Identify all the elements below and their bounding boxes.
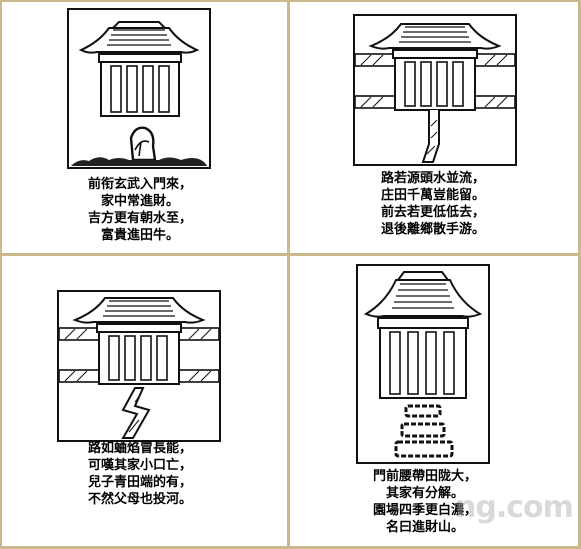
grid-border-bottom (0, 546, 581, 549)
verse-line-1: 門前腰帶田陇大， (372, 469, 477, 484)
verse-line-1: 前衔玄武入門來， (87, 177, 192, 192)
verse-line-3: 吉方更有朝水至， (87, 211, 192, 226)
grid-border-right (578, 0, 581, 549)
verse-line-2: 可嘆其家小口亡， (87, 458, 192, 473)
house-with-zigzag-road-illustration (59, 297, 219, 439)
panel-top-left: 前衔玄武入門來， 家中常進財。 吉方更有朝水至， 富貴進田牛。 (0, 0, 287, 253)
panel-bottom-right: 門前腰帶田陇大， 其家有分解。 園場四季更白濃， 名曰進財山。 (290, 256, 578, 546)
verse-line-2: 庄田千萬豈能留。 (380, 188, 485, 203)
grid-border-top (0, 0, 581, 2)
grid-border-left (0, 0, 2, 549)
illustration-frame (67, 8, 211, 169)
house-with-mound-illustration (71, 21, 207, 166)
illustration-frame (356, 264, 490, 464)
verse-text: 路如蛐焰冒長能， 可嘆其家小口亡， 兒子青田端的有， 不然父母也投河。 (74, 440, 206, 508)
illustration-frame (353, 14, 517, 166)
watermark: ng.com (455, 490, 574, 525)
panel-top-right: 路若源頭水並流， 庄田千萬豈能留。 前去若更低低去， 退後離鄉散手游。 (290, 0, 578, 253)
verse-text: 門前腰帶田陇大， 其家有分解。 園場四季更白濃， 名曰進財山。 (358, 468, 492, 536)
verse-line-3: 園場四季更白濃， (372, 503, 477, 518)
verse-line-1: 路若源頭水並流， (380, 171, 485, 186)
panel-bottom-left: 路如蛐焰冒長能， 可嘆其家小口亡， 兒子青田端的有， 不然父母也投河。 (0, 256, 287, 546)
illustration-frame (57, 290, 221, 442)
house-with-road-illustration (355, 23, 515, 163)
verse-line-4: 不然父母也投河。 (87, 492, 192, 507)
verse-line-4: 名曰進財山。 (385, 520, 464, 535)
verse-line-2: 其家有分解。 (385, 486, 464, 501)
verse-line-4: 富貴進田牛。 (100, 228, 179, 243)
verse-line-2: 家中常進財。 (100, 194, 179, 209)
house-with-terraced-fields-illustration (363, 271, 483, 458)
verse-line-4: 退後離鄉散手游。 (380, 222, 485, 237)
grid-divider-horizontal (0, 253, 581, 256)
grid-divider-vertical (287, 0, 290, 549)
verse-text: 前衔玄武入門來， 家中常進財。 吉方更有朝水至， 富貴進田牛。 (78, 176, 202, 244)
verse-line-3: 前去若更低低去， (380, 205, 485, 220)
verse-text: 路若源頭水並流， 庄田千萬豈能留。 前去若更低低去， 退後離鄉散手游。 (367, 170, 499, 238)
verse-line-1: 路如蛐焰冒長能， (87, 441, 192, 456)
verse-line-3: 兒子青田端的有， (87, 475, 192, 490)
